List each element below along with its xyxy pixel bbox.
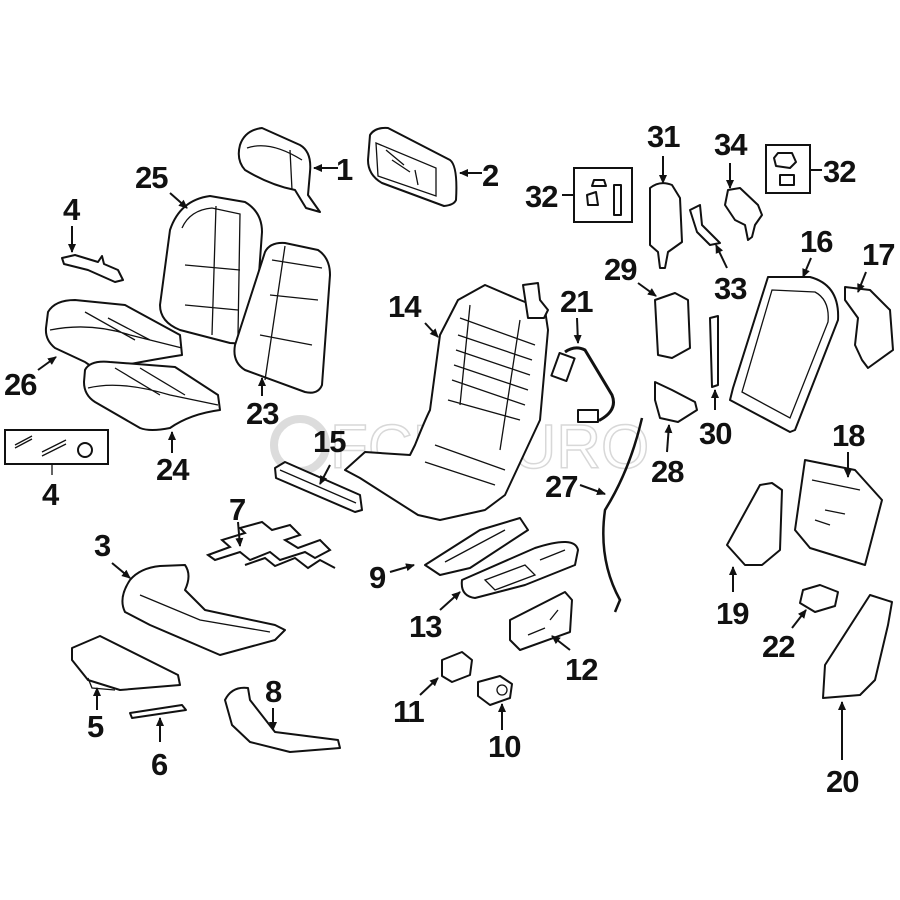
callout-14[interactable]: 14: [388, 289, 423, 324]
callout-7[interactable]: 7: [229, 492, 246, 527]
callout-4a[interactable]: 4: [63, 192, 82, 227]
callout-33[interactable]: 33: [714, 271, 748, 306]
part-button[interactable]: [799, 584, 839, 613]
part-latch-bracket[interactable]: [654, 381, 698, 423]
callout-3[interactable]: 3: [94, 528, 112, 563]
part-hardware-kit-nut-stud[interactable]: [573, 167, 633, 223]
part-headrest-rear-shell[interactable]: [367, 126, 458, 207]
part-switch-knob[interactable]: [477, 675, 513, 706]
part-seat-springs[interactable]: [205, 520, 336, 570]
part-side-trim[interactable]: [224, 686, 341, 753]
part-backrest-pad[interactable]: [233, 241, 331, 394]
callout-6[interactable]: 6: [151, 747, 169, 782]
callout-29[interactable]: 29: [604, 252, 638, 287]
part-bracket[interactable]: [61, 254, 124, 283]
callout-34[interactable]: 34: [714, 127, 749, 162]
part-headrest[interactable]: [237, 127, 321, 213]
part-trim-strip[interactable]: [709, 315, 719, 388]
callout-15[interactable]: 15: [313, 424, 347, 459]
part-trim-cap[interactable]: [654, 292, 691, 359]
part-outer-side-cover[interactable]: [822, 594, 893, 699]
part-hardware-kit[interactable]: [4, 429, 109, 475]
callout-21[interactable]: 21: [560, 284, 594, 319]
callout-32a[interactable]: 32: [525, 179, 558, 214]
part-clip-strip[interactable]: [129, 704, 187, 719]
callout-16[interactable]: 16: [800, 224, 834, 259]
callout-30[interactable]: 30: [699, 416, 732, 451]
callout-27[interactable]: 27: [545, 469, 578, 504]
callout-8[interactable]: 8: [265, 674, 283, 709]
part-hardware-kit-nut-bolt[interactable]: [765, 144, 811, 194]
callout-31[interactable]: 31: [647, 119, 681, 154]
part-front-cushion-plate[interactable]: [71, 635, 181, 691]
callout-12[interactable]: 12: [565, 652, 598, 687]
callout-22[interactable]: 22: [762, 629, 795, 664]
part-lumbar-module[interactable]: [794, 459, 883, 566]
callout-28[interactable]: 28: [651, 454, 685, 489]
part-mounting-bracket[interactable]: [724, 187, 763, 241]
callout-19[interactable]: 19: [716, 596, 750, 631]
callout-18[interactable]: 18: [832, 418, 866, 453]
callout-5[interactable]: 5: [87, 709, 105, 744]
part-side-panel-inner[interactable]: [424, 517, 529, 576]
callout-labels: 1 2 3 4 4 5 6 7 8 9 10 11 12 13 14 15 16…: [4, 119, 895, 799]
callout-13[interactable]: 13: [409, 609, 443, 644]
part-seat-track[interactable]: [274, 461, 363, 513]
part-seat-cushion-frame[interactable]: [121, 564, 286, 656]
part-seat-adjust-switch[interactable]: [509, 591, 573, 651]
part-release-cable[interactable]: [602, 417, 644, 613]
part-wiring-harness[interactable]: [550, 346, 615, 423]
part-seat-frame[interactable]: [344, 282, 549, 521]
callout-23[interactable]: 23: [246, 396, 280, 431]
callout-4b[interactable]: 4: [42, 477, 61, 512]
part-headrest-guide[interactable]: [649, 182, 683, 269]
part-backrest-panel[interactable]: [729, 276, 840, 433]
callout-1[interactable]: 1: [336, 152, 354, 187]
callout-arrows: [37, 156, 867, 760]
part-backrest-side-trim[interactable]: [844, 286, 894, 369]
callout-20[interactable]: 20: [826, 764, 859, 799]
part-side-bolster-cover[interactable]: [726, 482, 783, 566]
callout-26[interactable]: 26: [4, 367, 38, 402]
part-seat-cushion-pad[interactable]: [83, 360, 221, 431]
callout-17[interactable]: 17: [862, 237, 895, 272]
callout-24[interactable]: 24: [156, 452, 191, 487]
callout-25[interactable]: 25: [135, 160, 169, 195]
callout-11[interactable]: 11: [393, 694, 426, 729]
part-switch-small[interactable]: [441, 651, 473, 683]
callout-9[interactable]: 9: [369, 560, 387, 595]
callout-10[interactable]: 10: [488, 729, 521, 764]
callout-2[interactable]: 2: [482, 158, 499, 193]
callout-32b[interactable]: 32: [823, 154, 856, 189]
part-side-panel-outer[interactable]: [460, 541, 579, 599]
part-guide-cover[interactable]: [689, 204, 721, 246]
